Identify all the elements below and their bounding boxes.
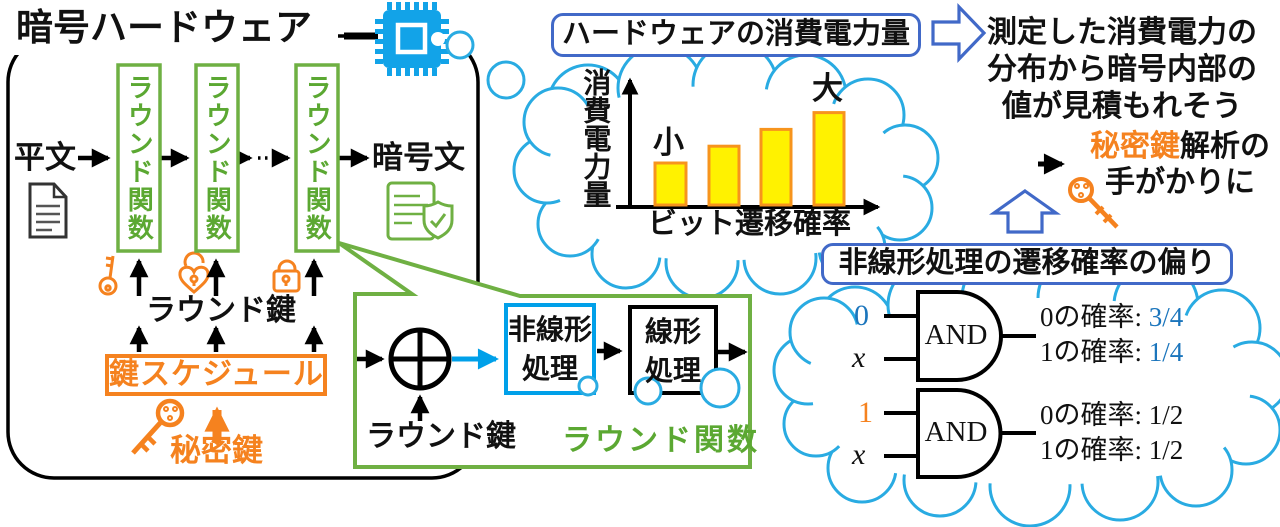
- round-function-box-2-label: ラウンド関数: [202, 74, 233, 242]
- round-key-icon-3-padlock: [272, 259, 301, 293]
- gate-2-input-1: 1: [858, 396, 873, 429]
- secret-key-hint: 秘密鍵解析の 手がかりに: [1090, 130, 1270, 199]
- nonlinear-box-label: 非線形 処理: [507, 314, 592, 384]
- round-key-icon-1: [98, 255, 118, 296]
- ciphertext-document-shield-icon: [386, 181, 454, 241]
- block-arrow-right-icon: [931, 3, 987, 63]
- thought-bubble-large: [486, 60, 526, 100]
- bias-thought-bubbles: [577, 367, 741, 409]
- and-gate-2: [884, 388, 1036, 479]
- power-chart-bars: [653, 111, 846, 207]
- key-arrows: [129, 258, 324, 352]
- gate-2-prob-1: 1の確率: 1/2: [1040, 435, 1184, 465]
- and-gate-2-label: AND: [924, 416, 988, 448]
- chip-icon: [375, 2, 449, 76]
- chart-annotation-large: 大: [812, 71, 843, 106]
- ciphertext-label: 暗号文: [372, 140, 465, 175]
- gate-1-prob-1: 1の確率: 1/4: [1040, 337, 1184, 367]
- detail-round-key-label: ラウンド鍵: [366, 420, 516, 453]
- xor-node: [388, 327, 452, 391]
- thought-bubble-small: [445, 30, 475, 60]
- chart-x-axis-label: ビット遷移確率: [648, 208, 852, 240]
- round-function-box-3-label: ラウンド関数: [302, 74, 333, 242]
- gate-1-prob-0: 0の確率: 3/4: [1040, 302, 1184, 332]
- conclusion-text: 測定した消費電力の 分布から暗号内部の 値が見積もれそう: [987, 16, 1257, 123]
- gate-2-input-2: x: [852, 438, 866, 471]
- secret-key-icon: [131, 398, 185, 455]
- chart-y-axis-label: 消費電力量: [580, 68, 612, 208]
- plaintext-label: 平文: [14, 140, 76, 175]
- round-function-box-1-label: ラウンド関数: [124, 74, 155, 242]
- round-key-icon-2-heart-lock: [178, 251, 210, 294]
- round-function-caption: ラウンド関数: [562, 424, 760, 457]
- chart-annotation-small: 小: [653, 125, 684, 160]
- linear-box-label: 線形 処理: [644, 316, 701, 386]
- round-function-boxes: [116, 63, 340, 253]
- block-arrow-up-icon: [988, 189, 1062, 234]
- gate-1-input-1: 0: [854, 299, 869, 332]
- secret-key-label: 秘密鍵: [170, 433, 263, 468]
- power-cloud-header: ハードウェアの消費電力量: [551, 13, 921, 57]
- and-gate-1: [884, 290, 1036, 382]
- hint-secret-key: 秘密鍵: [1090, 130, 1180, 163]
- hint-key-icon: [1068, 177, 1119, 229]
- round-key-label: ラウンド鍵: [146, 294, 296, 327]
- key-schedule-box: 鍵スケジュール: [105, 354, 327, 396]
- bias-cloud: [772, 252, 1280, 527]
- power-chart-axes: [616, 77, 881, 216]
- nonlinear-box: [504, 303, 596, 395]
- bias-cloud-header: 非線形処理の遷移確率の偏り: [821, 243, 1233, 285]
- plaintext-document-icon: [28, 182, 68, 239]
- gate-2-prob-0: 0の確率: 1/2: [1040, 400, 1184, 430]
- gate-1-input-2: x: [852, 341, 866, 374]
- crypto-hardware-title: 暗号ハードウェア: [14, 7, 338, 55]
- and-gate-1-label: AND: [924, 319, 988, 351]
